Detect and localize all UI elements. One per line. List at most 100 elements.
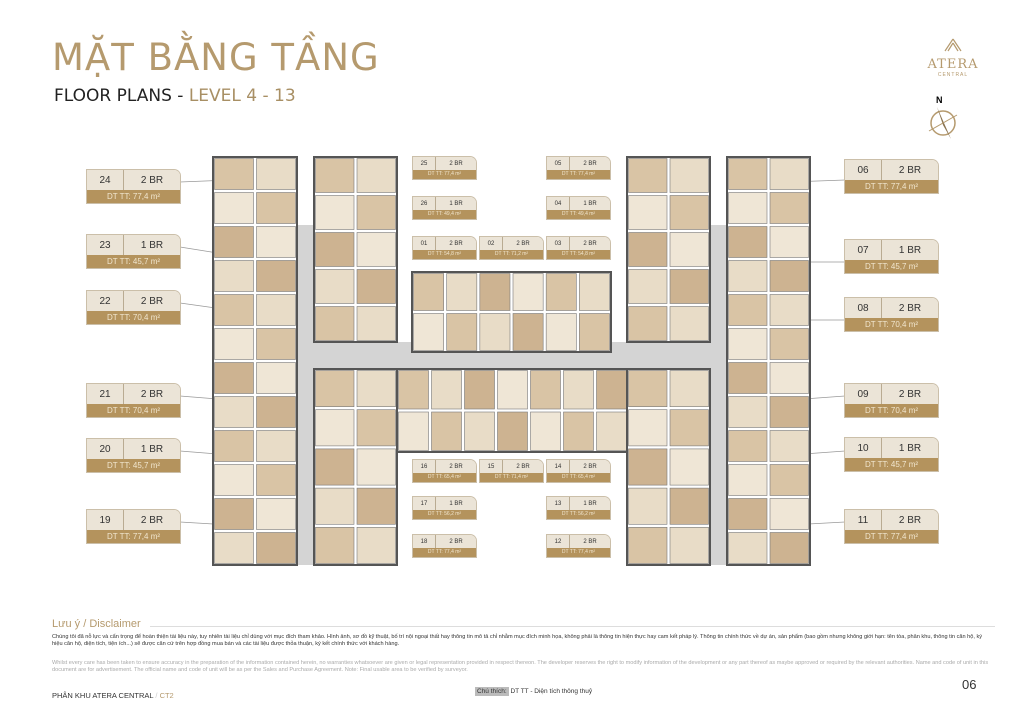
unit-type: 2 BR: [583, 538, 597, 545]
room: [479, 273, 511, 311]
room: [563, 411, 594, 451]
room: [464, 411, 495, 451]
room: [628, 487, 668, 525]
room: [596, 411, 627, 451]
room: [214, 192, 254, 224]
unit-number: 06: [845, 160, 882, 180]
room: [728, 328, 768, 360]
unit-area: DT TT: 70,4 m²: [87, 311, 180, 324]
room: [579, 273, 610, 311]
room: [728, 294, 768, 326]
unit-area: DT TT: 49,4 m²: [413, 210, 476, 219]
unit-area: DT TT: 45,7 m²: [87, 255, 180, 268]
building-block: [212, 156, 298, 566]
room: [479, 313, 511, 351]
unit-label-26: 26 1 BR DT TT: 49,4 m²: [413, 197, 476, 219]
room: [669, 409, 709, 447]
unit-area: DT TT: 77,4 m²: [413, 170, 476, 179]
unit-number: 15: [480, 460, 503, 473]
room: [431, 370, 462, 410]
footer-zone: PHÂN KHU ATERA CENTRAL / CT2: [52, 691, 174, 700]
note-value: DT TT - Diện tích thông thuỷ: [510, 688, 593, 695]
unit-number: 26: [413, 197, 436, 210]
unit-area: DT TT: 77,4 m²: [845, 180, 938, 193]
room: [769, 294, 809, 326]
unit-number: 19: [87, 510, 124, 530]
room: [769, 430, 809, 462]
unit-number: 10: [845, 438, 882, 458]
unit-area: DT TT: 65,4 m²: [413, 473, 476, 482]
room: [769, 226, 809, 258]
unit-type: 2 BR: [898, 302, 922, 314]
room: [214, 396, 254, 428]
room: [669, 195, 709, 230]
unit-area: DT TT: 77,4 m²: [87, 190, 180, 203]
room: [669, 269, 709, 304]
unit-area: DT TT: 45,7 m²: [87, 459, 180, 472]
unit-area: DT TT: 70,4 m²: [845, 318, 938, 331]
room: [356, 448, 396, 486]
unit-number: 02: [480, 237, 503, 250]
unit-area: DT TT: 56,2 m²: [547, 510, 610, 519]
room: [256, 430, 296, 462]
room: [315, 526, 355, 564]
room: [214, 464, 254, 496]
room: [398, 370, 429, 410]
logo-name: ATERA: [927, 57, 979, 72]
unit-type: 2 BR: [898, 388, 922, 400]
zone-name: PHÂN KHU ATERA CENTRAL: [52, 691, 154, 700]
room: [769, 192, 809, 224]
room: [669, 232, 709, 267]
disclaimer-heading: Lưu ý / Disclaimer: [52, 618, 141, 630]
page-subtitle: FLOOR PLANS - LEVEL 4 - 13: [54, 86, 296, 106]
page-number: 06: [962, 677, 977, 692]
room: [256, 226, 296, 258]
unit-area: DT TT: 77,4 m²: [547, 548, 610, 557]
room: [256, 498, 296, 530]
unit-number: 04: [547, 197, 570, 210]
unit-type: 2 BR: [449, 463, 463, 470]
room: [728, 158, 768, 190]
unit-area: DT TT: 65,4 m²: [547, 473, 610, 482]
page-title: MẶT BẰNG TẦNG: [52, 36, 380, 79]
room: [256, 362, 296, 394]
room: [728, 532, 768, 564]
building-block: [411, 271, 612, 353]
room: [669, 158, 709, 193]
disclaimer-vi: Chúng tôi đã nỗ lực và cẩn trọng để hoàn…: [52, 634, 983, 648]
room: [214, 294, 254, 326]
legend-note: Chú thích: DT TT - Diện tích thông thuỷ: [475, 687, 593, 696]
room: [530, 411, 561, 451]
unit-number: 20: [87, 439, 124, 459]
room: [356, 269, 396, 304]
room: [512, 313, 544, 351]
unit-type: 1 BR: [449, 200, 463, 207]
divider: [150, 626, 995, 627]
block-code: CT2: [159, 691, 174, 700]
unit-area: DT TT: 77,4 m²: [547, 170, 610, 179]
logo-mark-icon: [944, 38, 962, 52]
room: [728, 464, 768, 496]
room: [728, 192, 768, 224]
room: [545, 313, 577, 351]
separator: /: [155, 691, 158, 700]
unit-area: DT TT: 54,8 m²: [413, 250, 476, 259]
room: [431, 411, 462, 451]
unit-type: 2 BR: [140, 388, 164, 400]
room: [769, 362, 809, 394]
unit-type: 1 BR: [583, 500, 597, 507]
unit-area: DT TT: 56,2 m²: [413, 510, 476, 519]
room: [628, 306, 668, 341]
unit-type: 2 BR: [583, 240, 597, 247]
